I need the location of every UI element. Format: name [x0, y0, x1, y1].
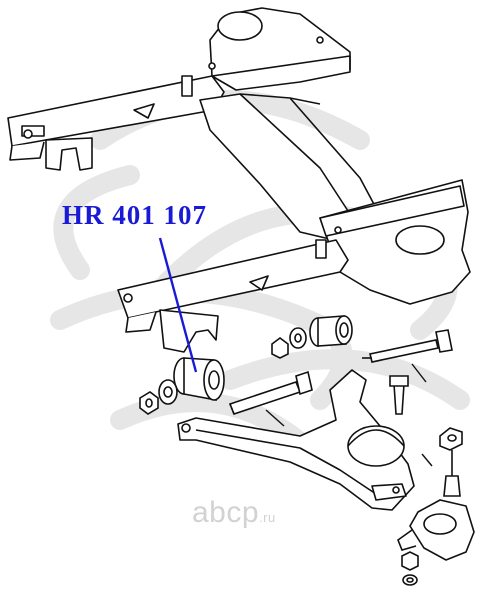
- washer: [158, 379, 178, 405]
- leader-line: [158, 237, 198, 373]
- cotter-pin: [265, 363, 433, 467]
- nut: [271, 337, 289, 359]
- lower-control-arm: [177, 369, 415, 511]
- watermark-text: abcp: [192, 496, 260, 529]
- mounting-bolt: [228, 329, 453, 415]
- washer: [289, 327, 307, 349]
- part-number-label: HR 401 107: [62, 200, 207, 230]
- nut: [139, 391, 159, 415]
- silent-block-bushing: [309, 315, 353, 347]
- watermark-suffix: .ru: [259, 510, 276, 525]
- watermark: abcp.ru: [192, 496, 276, 530]
- nut: [401, 551, 419, 586]
- ball-joint: [397, 427, 475, 561]
- silent-block-bushing: [173, 357, 225, 401]
